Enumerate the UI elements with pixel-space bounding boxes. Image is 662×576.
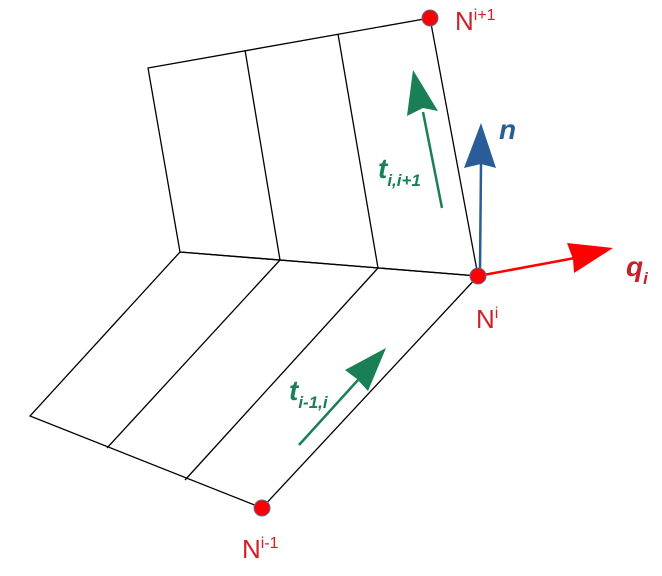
node-mid-label: Ni (476, 304, 498, 334)
node-bottom (253, 499, 271, 517)
node-bottom-label: Ni-1 (242, 534, 279, 564)
normal-label: n (499, 114, 516, 145)
q-label: qi (626, 251, 649, 288)
upper-panel-divider-1 (244, 49, 281, 261)
mesh-edges (28, 17, 480, 509)
upper-panel-divider-2 (337, 33, 379, 269)
node-mid (469, 267, 487, 285)
normal-arrow (464, 123, 496, 273)
upper-panel (147, 17, 479, 277)
node-top-label: Ni+1 (455, 6, 496, 36)
lower-panel-divider-1 (106, 259, 281, 449)
tangent-arrow-lower (298, 348, 386, 446)
node-top (421, 9, 439, 27)
lower-panel (28, 251, 480, 509)
tangent-upper-label: ti,i+1 (378, 153, 421, 190)
tangent-arrow-upper (407, 70, 444, 209)
tangent-lower-label: ti-1,i (289, 375, 329, 412)
q-arrow (477, 243, 613, 278)
lower-panel-divider-2 (184, 267, 379, 481)
